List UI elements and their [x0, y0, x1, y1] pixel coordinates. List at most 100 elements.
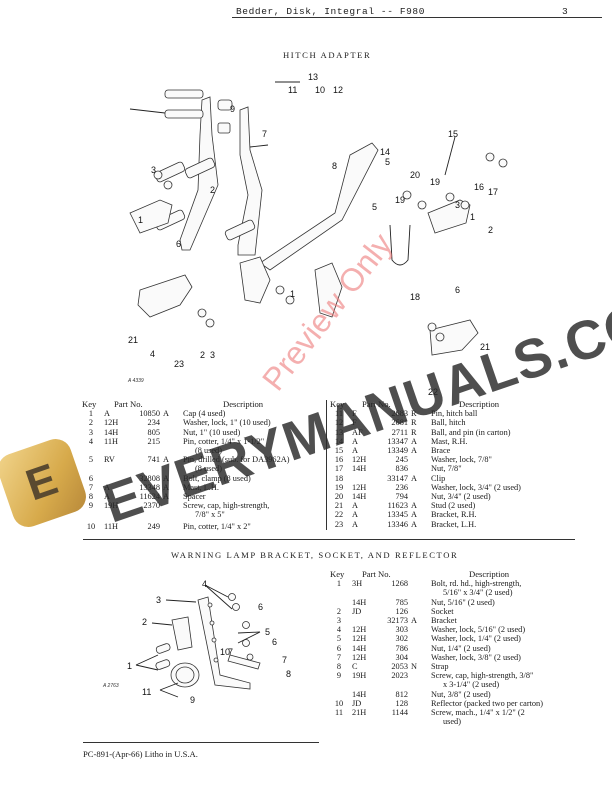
callout-5: 5	[385, 157, 390, 167]
callout-1: 1	[470, 212, 475, 222]
callout-5: 5	[265, 627, 270, 637]
warning-lamp-diagram: 3 2 1 4 5 6 6 7 7 8 10 9 11	[127, 579, 291, 705]
callout-21: 21	[480, 342, 490, 352]
callout-6: 6	[455, 285, 460, 295]
callout-1: 1	[127, 661, 132, 671]
hitch-adapter-diagram: 13 11 10 12 9 7 8 14 15 16 17 20 19 19 5…	[128, 72, 508, 395]
everymanuals-logo-icon: E	[0, 434, 91, 532]
callout-10: 10	[315, 85, 325, 95]
callout-3: 3	[455, 200, 460, 210]
callout-2: 2	[200, 350, 205, 360]
col-part-no: Part No.	[114, 399, 143, 409]
bolt-part	[155, 643, 171, 654]
bracket-lh-part	[137, 274, 193, 318]
cap-part	[427, 199, 471, 234]
header-rule	[232, 17, 602, 18]
logo-letter: E	[19, 454, 64, 511]
callout-2: 2	[210, 185, 215, 195]
cap-part	[129, 199, 173, 234]
col-description: Description	[459, 399, 500, 409]
page-header-title: Bedder, Disk, Integral -- F980	[236, 6, 426, 17]
hitch-ball-part	[217, 99, 233, 111]
callout-4: 4	[202, 579, 207, 589]
col-key: Key	[330, 569, 345, 579]
callout-4: 4	[150, 349, 155, 359]
callout-1: 1	[290, 289, 295, 299]
callout-13: 13	[308, 72, 318, 82]
bolt-part	[155, 659, 171, 670]
callout-8: 8	[286, 669, 291, 679]
callout-3: 3	[210, 350, 215, 360]
bracket-part	[197, 596, 251, 690]
col-description: Description	[223, 399, 264, 409]
clamp-bolt-part	[224, 219, 256, 241]
callout-9: 9	[190, 695, 195, 705]
callout-2: 2	[142, 617, 147, 627]
callout-7: 7	[228, 647, 233, 657]
figure-label-lamp: A 2763	[103, 683, 119, 689]
callout-6: 6	[258, 602, 263, 612]
bracket-rh-part	[429, 319, 479, 356]
callout-3: 3	[151, 165, 156, 175]
callout-14: 14	[380, 147, 390, 157]
callout-3: 3	[156, 595, 161, 605]
footer-text: PC-891-(Apr-66) Litho in U.S.A.	[83, 749, 198, 759]
reflector-lens-part	[175, 666, 195, 684]
callout-20: 20	[410, 170, 420, 180]
callout-11: 11	[142, 687, 151, 697]
callout-2: 2	[488, 225, 493, 235]
col-part-no: Part No.	[362, 569, 391, 579]
cap-part	[314, 262, 343, 318]
page-number: 3	[562, 6, 568, 17]
callout-5: 5	[372, 202, 377, 212]
callout-11: 11	[288, 85, 297, 95]
callout-18: 18	[410, 292, 420, 302]
callout-6: 6	[176, 239, 181, 249]
callout-17: 17	[488, 187, 498, 197]
col-description: Description	[469, 569, 510, 579]
footer-rule	[83, 742, 319, 743]
clamp-bolt-part	[184, 157, 216, 179]
callout-23: 23	[174, 359, 184, 369]
callout-19: 19	[395, 195, 405, 205]
callout-19: 19	[430, 177, 440, 187]
section-title-hitch-adapter: HITCH ADAPTER	[283, 50, 372, 60]
cap-part	[239, 256, 271, 304]
cap-screw-part	[164, 109, 204, 119]
col-part-no: Part No.	[362, 399, 391, 409]
